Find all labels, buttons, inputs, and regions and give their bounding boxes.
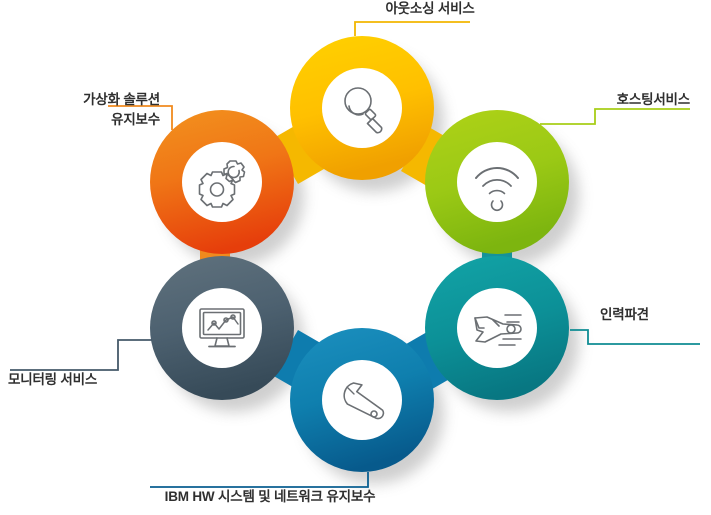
ring-virtualization[interactable] <box>150 110 294 254</box>
label-hosting: 호스팅서비스 <box>616 92 691 107</box>
label-outsourcing: 아웃소싱 서비스 <box>385 1 475 16</box>
gears-icon <box>198 160 246 208</box>
ring-ibm-hw[interactable] <box>290 328 434 472</box>
wifi-signal-icon <box>475 166 519 212</box>
leader-line-outsourcing <box>354 21 470 36</box>
leader-lines <box>10 21 700 488</box>
label-ibm-hw: IBM HW 시스템 및 네트워크 유지보수 <box>164 489 376 504</box>
ring-outsourcing[interactable] <box>290 36 434 180</box>
label-virtualization: 가상화 솔루션 유지보수 <box>83 92 160 127</box>
ring-monitoring[interactable] <box>150 256 294 400</box>
label-monitoring: 모니터링 서비스 <box>8 372 98 387</box>
leader-line-manpower <box>570 329 700 345</box>
leader-line-virtualization <box>108 105 173 130</box>
ring-manpower[interactable] <box>425 256 569 400</box>
ring-hosting[interactable] <box>425 110 569 254</box>
leader-line-monitoring <box>10 339 152 371</box>
monitor-chart-icon <box>199 308 245 348</box>
airplane-icon <box>474 314 522 346</box>
leader-line-hosting <box>540 108 690 125</box>
leader-line-ibm-hw <box>150 472 369 488</box>
wrench-icon <box>343 382 385 420</box>
label-manpower: 인력파견 <box>600 307 649 322</box>
magnifier-icon <box>344 87 383 134</box>
